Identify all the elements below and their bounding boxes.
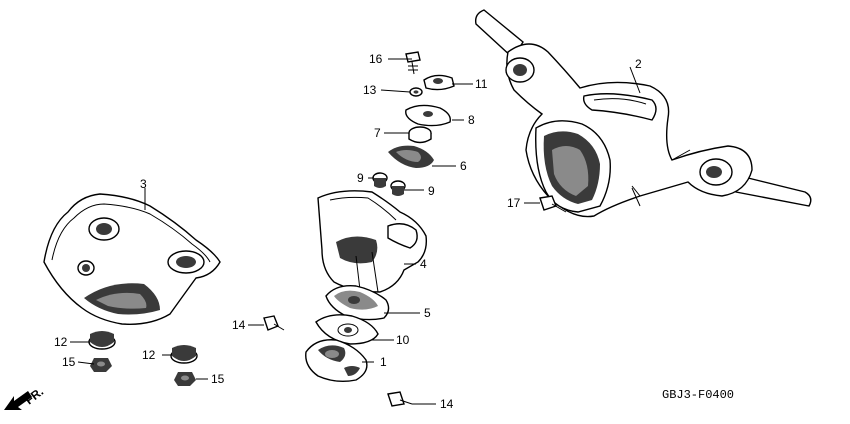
part-9-bushings — [372, 172, 406, 196]
callout-14b: 14 — [440, 397, 454, 411]
callout-16: 16 — [369, 52, 383, 66]
callout-8: 8 — [468, 113, 475, 127]
callout-17: 17 — [507, 196, 521, 210]
diagram-code: GBJ3-F0400 — [662, 388, 734, 402]
arrow-icon — [4, 391, 32, 410]
direction-label: FR. — [22, 384, 46, 407]
part-11-nut — [423, 74, 455, 91]
leader-lines — [70, 58, 641, 405]
part-7-collar — [408, 126, 432, 144]
callout-9a: 9 — [357, 171, 364, 185]
callout-7: 7 — [374, 126, 381, 140]
callout-6: 6 — [460, 159, 467, 173]
callout-11: 11 — [475, 77, 488, 91]
front-direction-indicator: FR. — [4, 384, 46, 410]
callout-14a: 14 — [232, 318, 246, 332]
callout-15b: 15 — [211, 372, 225, 386]
part-15-nuts — [90, 358, 196, 386]
part-6-plate — [388, 145, 434, 168]
part-13-washer — [409, 87, 423, 97]
part-16-bolt — [405, 51, 421, 75]
part-12-grommets — [88, 331, 198, 364]
callout-5: 5 — [424, 306, 431, 320]
part-17-bolt — [539, 195, 567, 213]
front-cover — [43, 193, 221, 325]
callout-10: 10 — [396, 333, 410, 347]
part-4-bracket — [317, 190, 428, 293]
callout-15a: 15 — [62, 355, 76, 369]
handlebar-cover — [474, 9, 812, 218]
callout-4: 4 — [420, 257, 427, 271]
callout-12b: 12 — [142, 348, 156, 362]
callout-labels: 1 2 3 4 5 6 7 8 9 9 10 11 12 12 13 14 14… — [54, 52, 642, 411]
callout-2: 2 — [635, 57, 642, 71]
callout-1: 1 — [380, 355, 387, 369]
part-1-holder — [305, 339, 368, 383]
part-8-plate — [405, 104, 451, 127]
callout-13: 13 — [363, 83, 377, 97]
callout-9b: 9 — [428, 184, 435, 198]
callout-12a: 12 — [54, 335, 68, 349]
part-14-bolts — [263, 315, 413, 407]
callout-3: 3 — [140, 177, 147, 191]
